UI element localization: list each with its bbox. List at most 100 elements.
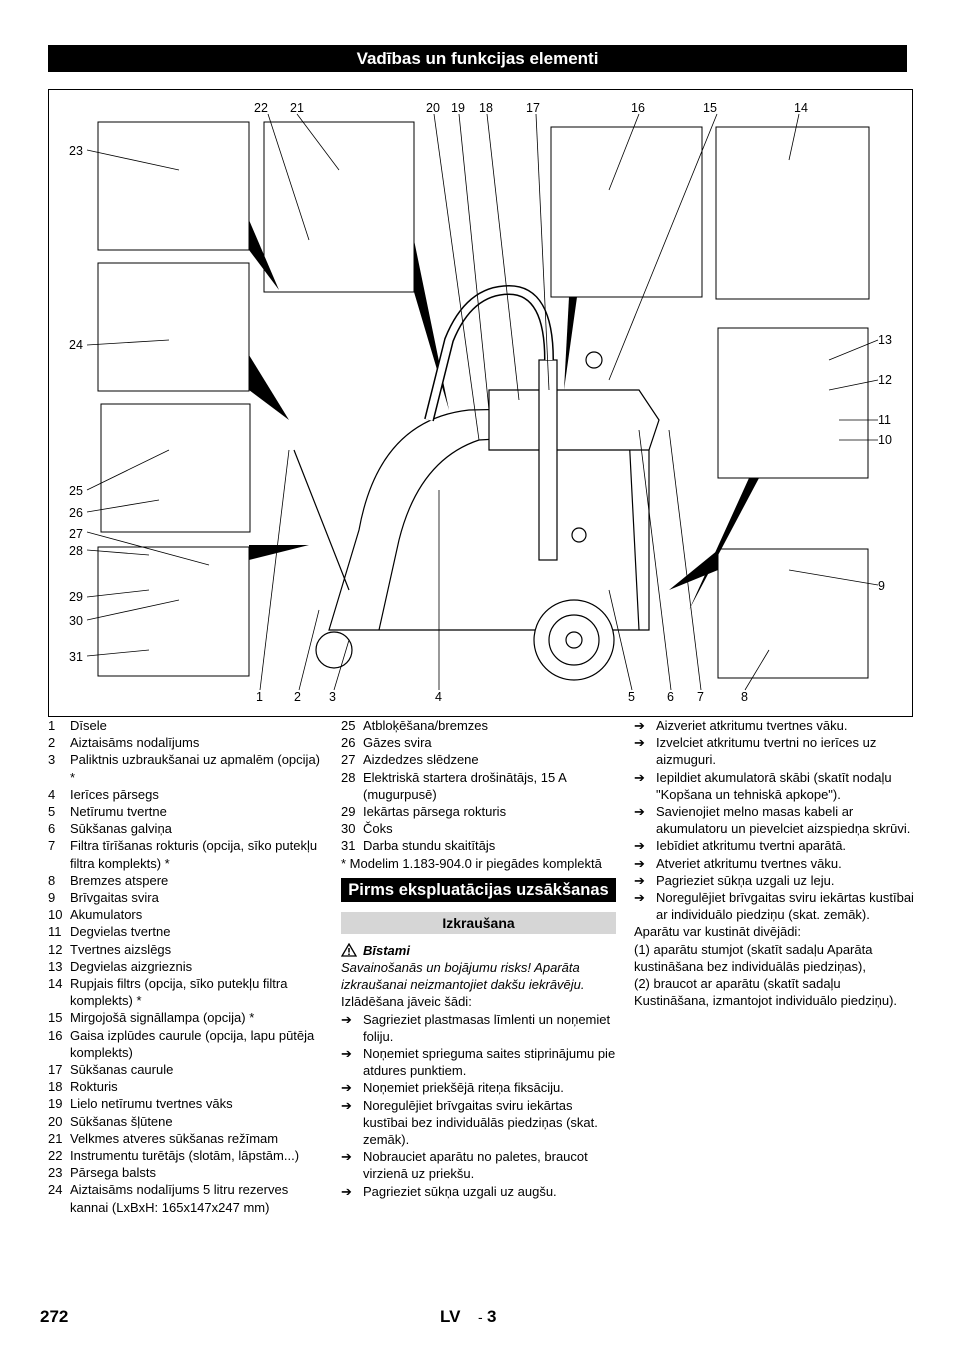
callout-21: 21 xyxy=(290,101,304,115)
callout-1: 1 xyxy=(256,690,263,704)
page-number: 272 xyxy=(40,1307,69,1326)
danger-text: Savainošanās un bojājumu risks! Aparāta … xyxy=(341,960,585,993)
list-item: ➔Noņemiet sprieguma saites stiprinājumu … xyxy=(341,1046,616,1079)
callout-23: 23 xyxy=(69,144,83,158)
callout-17: 17 xyxy=(526,101,540,115)
arrow-icon: ➔ xyxy=(634,872,645,888)
list-item: ➔Atveriet atkritumu tvertnes vāku. xyxy=(634,855,842,871)
detail-15-16 xyxy=(550,126,703,298)
arrow-icon: ➔ xyxy=(341,1183,352,1199)
list-item: ➔Izvelciet atkritumu tvertni no ierīces … xyxy=(634,735,877,768)
arrow-icon: ➔ xyxy=(341,1097,352,1113)
callout-3: 3 xyxy=(329,690,336,704)
arrow-icon: ➔ xyxy=(634,838,645,854)
arrow-icon: ➔ xyxy=(634,769,645,785)
callout-29: 29 xyxy=(69,590,83,604)
callout-25: 25 xyxy=(69,484,83,498)
list-item: ➔Pagrieziet sūkņa uzgali uz leju. xyxy=(634,872,835,888)
arrow-icon: ➔ xyxy=(341,1046,352,1062)
page-language: LV xyxy=(440,1307,461,1326)
callout-24: 24 xyxy=(69,338,83,352)
move-option-2: (2) braucot ar aparātu (skatīt sadaļu Ku… xyxy=(634,976,898,1009)
page-title: Vadības un funkcijas elementi xyxy=(48,45,907,72)
danger-heading: Bīstami xyxy=(341,942,616,959)
callout-8: 8 xyxy=(741,690,748,704)
callout-30: 30 xyxy=(69,614,83,628)
callout-18: 18 xyxy=(479,101,493,115)
footnote: * Modelim 1.183-904.0 ir piegādes komple… xyxy=(341,855,602,871)
list-item: ➔Sagrieziet plastmasas līmlenti un noņem… xyxy=(341,1011,611,1044)
list-item: ➔Noņemiet priekšējā riteņa fiksāciju. xyxy=(341,1080,564,1096)
callout-2: 2 xyxy=(294,690,301,704)
arrow-icon: ➔ xyxy=(341,1149,352,1165)
list-item: ➔Pagrieziet sūkņa uzgali uz augšu. xyxy=(341,1183,557,1199)
detail-28-31 xyxy=(97,546,250,677)
callout-7: 7 xyxy=(697,690,704,704)
detail-23 xyxy=(97,121,250,251)
detail-25-26 xyxy=(100,403,251,533)
machine-diagram: 22 21 20 19 18 17 16 15 14 23 24 25 26 2… xyxy=(48,89,913,717)
arrow-icon: ➔ xyxy=(341,1080,352,1096)
callout-31: 31 xyxy=(69,650,83,664)
arrow-icon: ➔ xyxy=(634,735,645,751)
section-heading: Pirms ekspluatācijas uzsākšanas xyxy=(341,877,616,902)
list-item: ➔Noregulējiet brīvgaitas sviru iekārtas … xyxy=(341,1097,598,1148)
detail-10-13 xyxy=(717,327,869,479)
danger-label: Bīstami xyxy=(363,942,410,958)
detail-14 xyxy=(715,126,870,300)
list-item: ➔Savienojiet melno masas kabeli ar akumu… xyxy=(634,804,911,837)
list-item: ➔Noregulējiet brīvgaitas sviru iekārtas … xyxy=(634,890,914,923)
callout-27: 27 xyxy=(69,527,83,541)
callout-6: 6 xyxy=(667,690,674,704)
callout-15: 15 xyxy=(703,101,717,115)
arrow-icon: ➔ xyxy=(634,890,645,906)
callout-28: 28 xyxy=(69,544,83,558)
detail-24 xyxy=(97,262,250,392)
move-option-1: (1) aparātu stumjot (skatīt sadaļu Aparā… xyxy=(634,941,873,974)
detail-21-22 xyxy=(263,121,415,293)
subsection-heading: Izkraušana xyxy=(341,911,616,934)
list-item: ➔Aizveriet atkritumu tvertnes vāku. xyxy=(634,718,848,733)
callout-26: 26 xyxy=(69,506,83,520)
callout-9: 9 xyxy=(878,579,885,593)
arrow-icon: ➔ xyxy=(341,1011,352,1027)
callout-5: 5 xyxy=(628,690,635,704)
list-item: ➔Iepildiet akumulatorā skābi (skatīt nod… xyxy=(634,769,892,802)
callout-22: 22 xyxy=(254,101,268,115)
arrow-icon: ➔ xyxy=(634,855,645,871)
callout-16: 16 xyxy=(631,101,645,115)
arrow-icon: ➔ xyxy=(634,718,645,733)
list-item: ➔Iebīdiet atkritumu tvertni aparātā. xyxy=(634,838,847,854)
callout-12: 12 xyxy=(878,373,892,387)
page-separator: - xyxy=(478,1309,483,1325)
callout-14: 14 xyxy=(794,101,808,115)
